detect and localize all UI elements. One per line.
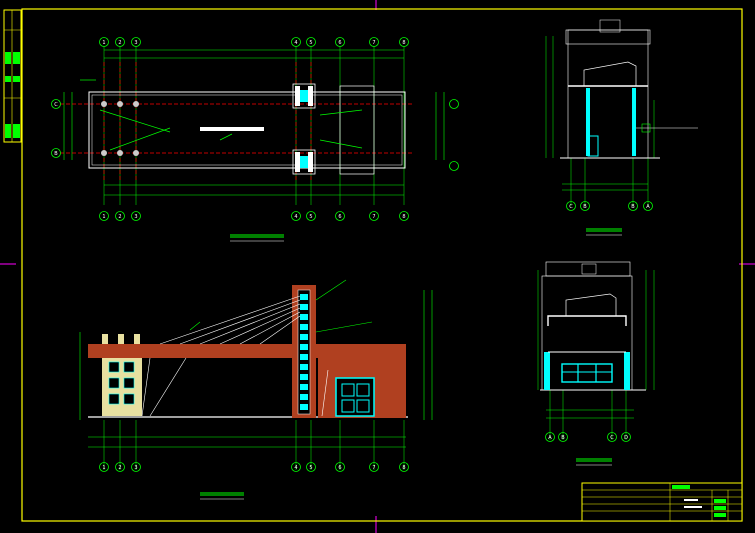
grid-label: A <box>646 204 650 210</box>
grid-label: 3 <box>134 465 137 471</box>
grid-label: 3 <box>134 214 137 220</box>
grid-label: 8 <box>402 214 405 220</box>
grid-label: 3 <box>134 40 137 46</box>
grid-label: 5 <box>309 214 312 220</box>
title-block <box>581 482 743 522</box>
grid-label: 6 <box>338 40 341 46</box>
grid-label: 2 <box>118 214 121 220</box>
grid-label: 8 <box>402 40 405 46</box>
grid-label: 4 <box>294 40 297 46</box>
grid-bubbles-plan-side: C B <box>51 99 459 171</box>
drawing-border <box>21 8 743 522</box>
grid-bubbles-plan-bottom: 1 2 3 4 5 6 7 8 <box>99 211 409 221</box>
grid-label: 2 <box>118 465 121 471</box>
grid-label: 6 <box>338 214 341 220</box>
grid-label: 2 <box>118 40 121 46</box>
section-view-1 <box>545 19 698 206</box>
grid-label: D <box>624 435 628 441</box>
grid-label: 5 <box>309 465 312 471</box>
grid-label: 4 <box>294 214 297 220</box>
grid-label: 1 <box>102 214 105 220</box>
grid-label: 7 <box>372 465 375 471</box>
plan-view <box>60 46 445 205</box>
binding-strip <box>3 9 22 143</box>
drawing-title-plan <box>230 234 284 242</box>
drawing-title-section-2 <box>576 458 612 466</box>
grid-label: A <box>548 435 552 441</box>
section-view-2 <box>537 261 655 440</box>
grid-bubbles-plan-top: 1 2 3 4 5 6 7 8 <box>99 37 409 47</box>
grid-label: C <box>54 102 58 108</box>
grid-bubbles-section-1: C B B A <box>566 201 653 211</box>
grid-label: 7 <box>372 40 375 46</box>
grid-label: B <box>54 151 58 157</box>
grid-label: B <box>561 435 565 441</box>
drawing-title-elevation <box>200 492 244 500</box>
grid-bubbles-section-2: A B C D <box>545 432 631 442</box>
grid-label: 1 <box>102 465 105 471</box>
grid-label: C <box>610 435 614 441</box>
grid-label: C <box>569 204 573 210</box>
grid-label: 7 <box>372 214 375 220</box>
grid-label: B <box>631 204 635 210</box>
elevation-view <box>79 279 433 470</box>
grid-label: 8 <box>402 465 405 471</box>
drawing-title-section-1 <box>586 228 622 236</box>
grid-label: 5 <box>309 40 312 46</box>
grid-label: B <box>583 204 587 210</box>
grid-label: 1 <box>102 40 105 46</box>
grid-label: 4 <box>294 465 297 471</box>
grid-bubbles-elevation: 1 2 3 4 5 6 7 8 <box>99 462 409 472</box>
grid-label: 6 <box>338 465 341 471</box>
